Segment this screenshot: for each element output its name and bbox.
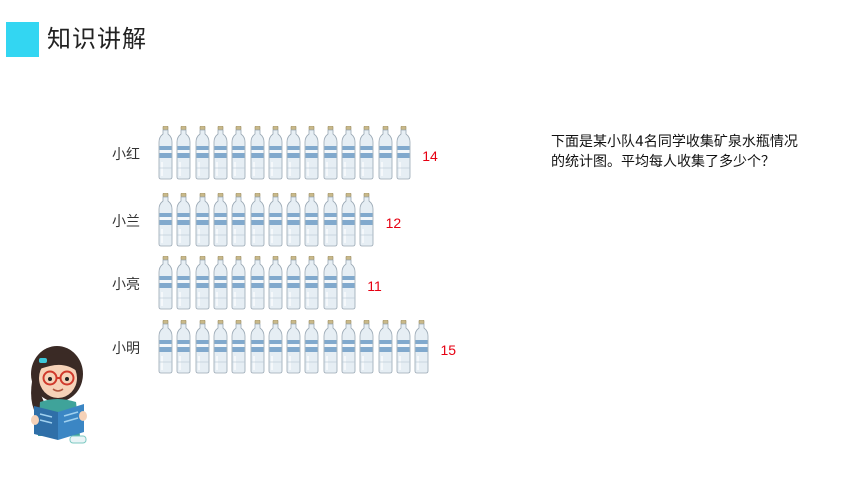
- category-label: 小明: [112, 341, 140, 357]
- water-bottle-icon: [378, 125, 393, 180]
- water-bottle-icon: [396, 125, 411, 180]
- count-label: 12: [385, 215, 402, 231]
- water-bottle-icon: [250, 255, 265, 310]
- water-bottle-icon: [286, 125, 301, 180]
- count-label: 11: [367, 278, 382, 294]
- water-bottle-icon: [323, 319, 338, 374]
- water-bottle-icon: [176, 319, 191, 374]
- water-bottle-icon: [304, 125, 319, 180]
- water-bottle-icon: [158, 192, 173, 247]
- chart-row: 小明: [112, 319, 472, 380]
- water-bottle-icon: [286, 319, 301, 374]
- water-bottle-icon: [195, 192, 210, 247]
- water-bottle-icon: [158, 319, 173, 374]
- water-bottle-icon: [213, 319, 228, 374]
- water-bottle-icon: [268, 319, 283, 374]
- water-bottle-icon: [341, 319, 356, 374]
- water-bottle-icon: [158, 125, 173, 180]
- count-label: 15: [440, 342, 457, 358]
- water-bottle-icon: [213, 192, 228, 247]
- water-bottle-icon: [323, 125, 338, 180]
- water-bottle-icon: [195, 125, 210, 180]
- water-bottle-icon: [286, 192, 301, 247]
- water-bottle-icon: [304, 192, 319, 247]
- water-bottle-icon: [304, 319, 319, 374]
- water-bottle-icon: [250, 319, 265, 374]
- question-text: 下面是某小队4名同学收集矿泉水瓶情况的统计图。平均每人收集了多少个？: [551, 134, 798, 170]
- water-bottle-icon: [414, 319, 429, 374]
- water-bottle-icon: [378, 319, 393, 374]
- water-bottle-icon: [286, 255, 301, 310]
- water-bottle-icon: [359, 319, 374, 374]
- water-bottle-icon: [359, 125, 374, 180]
- water-bottle-icon: [250, 125, 265, 180]
- water-bottle-icon: [231, 125, 246, 180]
- girl-reading-icon: [31, 346, 87, 444]
- water-bottle-icon: [268, 192, 283, 247]
- water-bottle-icon: [359, 192, 374, 247]
- page-title: 知识讲解: [47, 25, 147, 53]
- water-bottle-icon: [213, 255, 228, 310]
- water-bottle-icon: [250, 192, 265, 247]
- water-bottle-icon: [176, 255, 191, 310]
- water-bottle-icon: [176, 192, 191, 247]
- chart-row: 小红: [112, 125, 472, 186]
- water-bottle-icon: [268, 125, 283, 180]
- water-bottle-icon: [158, 255, 173, 310]
- water-bottle-icon: [231, 319, 246, 374]
- chart-row: 小亮: [112, 255, 472, 316]
- header-marker: [6, 22, 39, 57]
- water-bottle-icon: [323, 255, 338, 310]
- water-bottle-icon: [304, 255, 319, 310]
- category-label: 小红: [112, 147, 140, 163]
- category-label: 小兰: [112, 214, 140, 230]
- water-bottle-icon: [231, 192, 246, 247]
- category-label: 小亮: [112, 277, 140, 293]
- water-bottle-icon: [213, 125, 228, 180]
- water-bottle-icon: [268, 255, 283, 310]
- water-bottle-icon: [323, 192, 338, 247]
- water-bottle-icon: [341, 255, 356, 310]
- water-bottle-icon: [195, 319, 210, 374]
- water-bottle-icon: [195, 255, 210, 310]
- chart-row: 小兰: [112, 192, 472, 253]
- water-bottle-icon: [341, 125, 356, 180]
- count-label: 14: [422, 148, 438, 164]
- water-bottle-icon: [396, 319, 411, 374]
- water-bottle-icon: [341, 192, 356, 247]
- water-bottle-icon: [176, 125, 191, 180]
- water-bottle-icon: [231, 255, 246, 310]
